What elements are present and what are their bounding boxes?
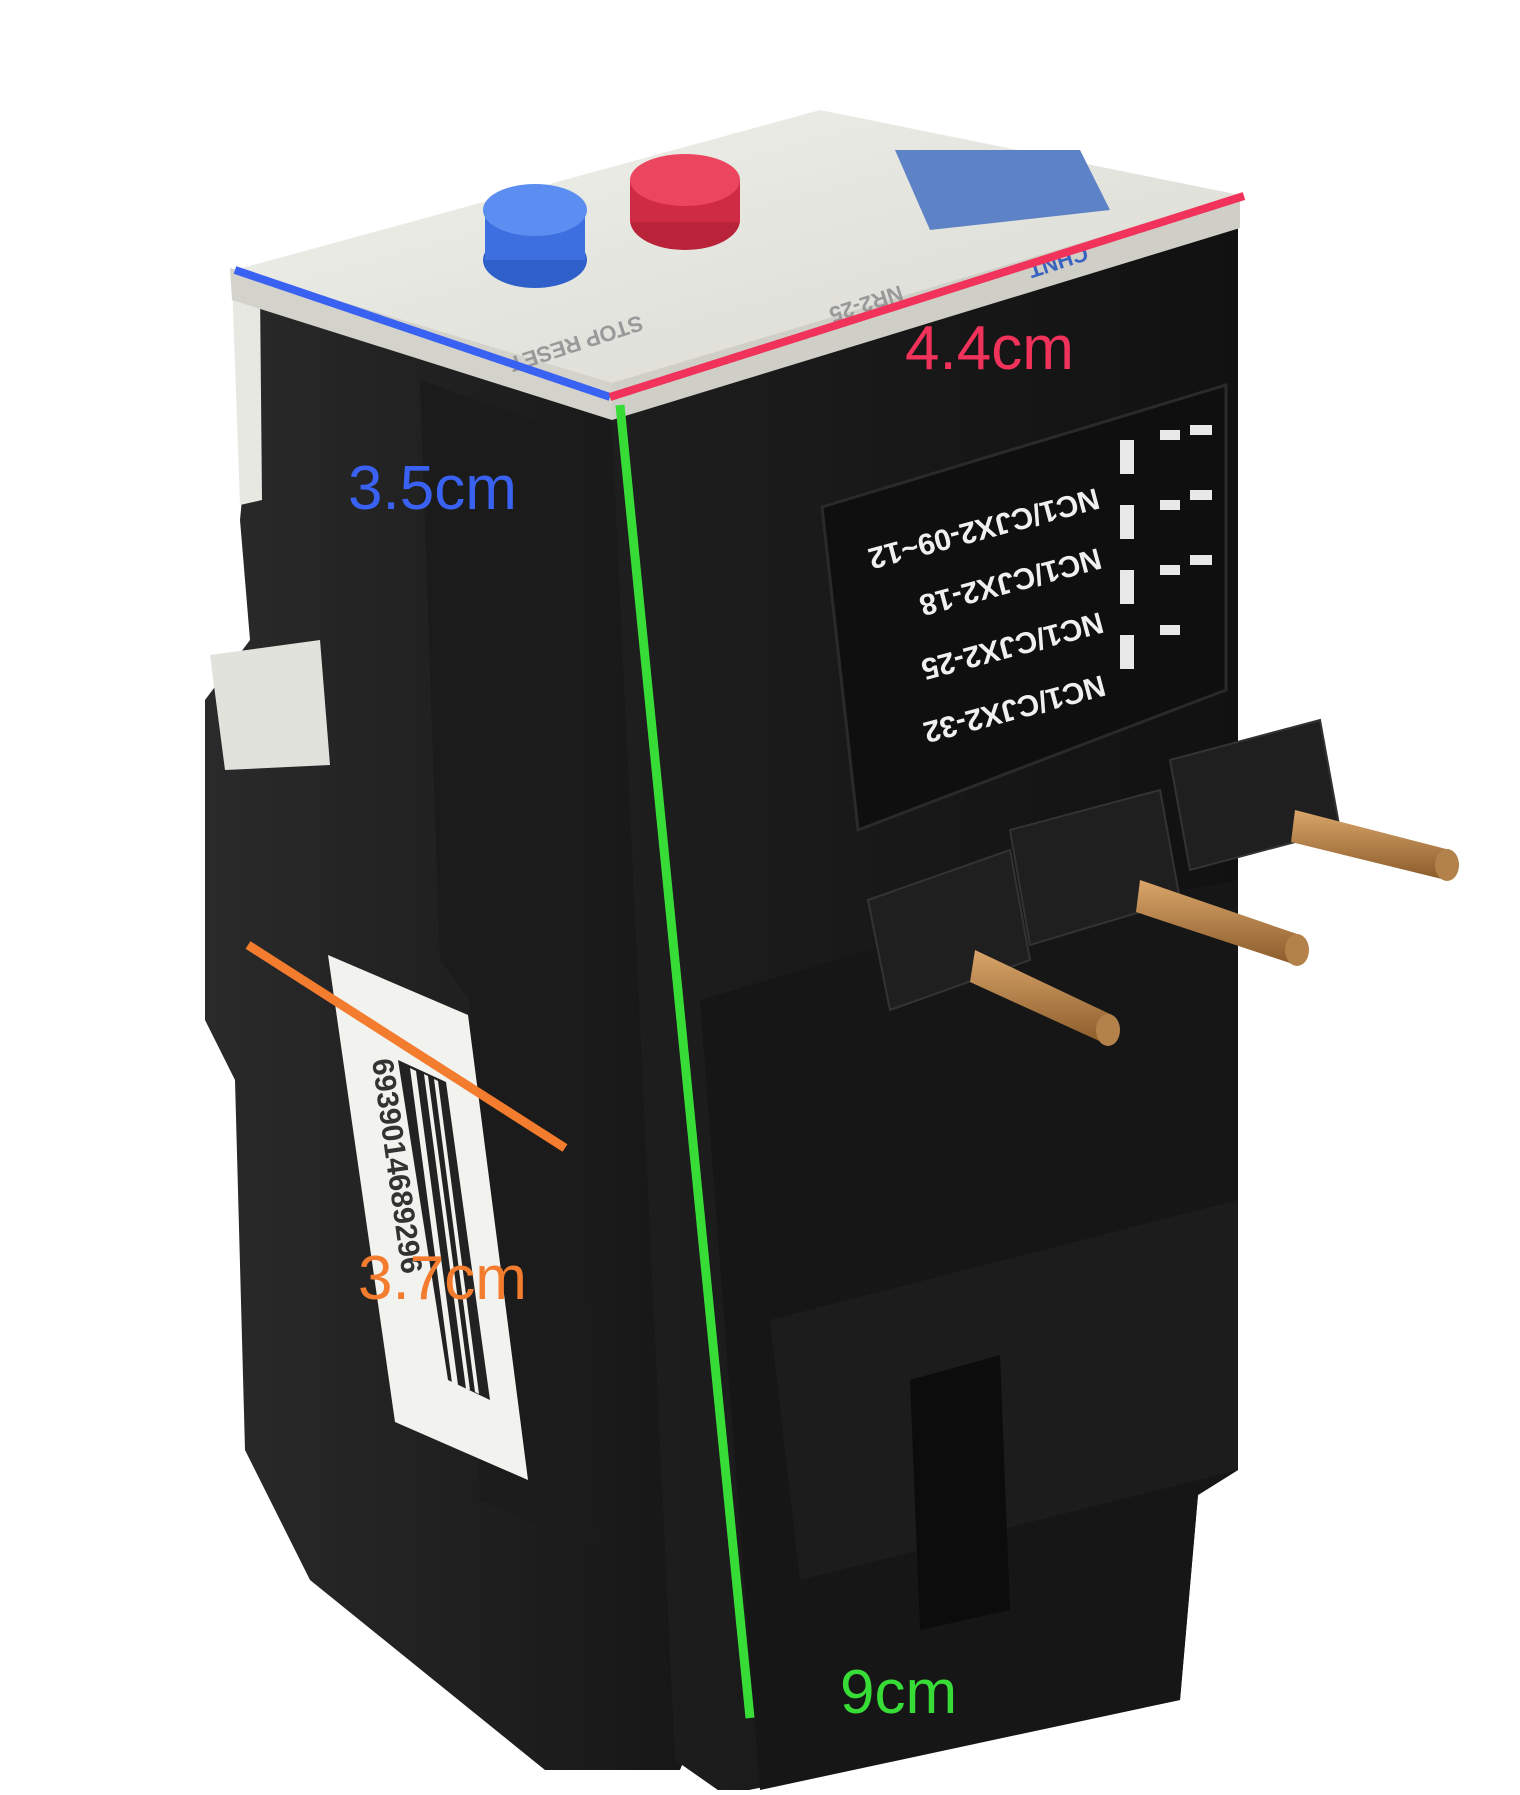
side-label: 3.7cm: [358, 1244, 527, 1313]
side-line: [245, 941, 568, 1152]
relay-front-face: [610, 213, 1342, 1795]
depth-label: 3.5cm: [348, 454, 517, 523]
barcode-sticker: 6939014689296: [328, 955, 528, 1480]
stop-button: [483, 184, 587, 288]
reset-button: [630, 154, 740, 250]
width-label: 4.4cm: [905, 314, 1074, 383]
height-label: 9cm: [840, 1658, 958, 1727]
terminal-pins: [970, 810, 1459, 1046]
barcode: [398, 1060, 490, 1400]
width-line: [608, 192, 1246, 401]
dimension-lines: [233, 192, 1246, 1719]
depth-line: [233, 266, 612, 401]
height-line: [615, 404, 755, 1719]
